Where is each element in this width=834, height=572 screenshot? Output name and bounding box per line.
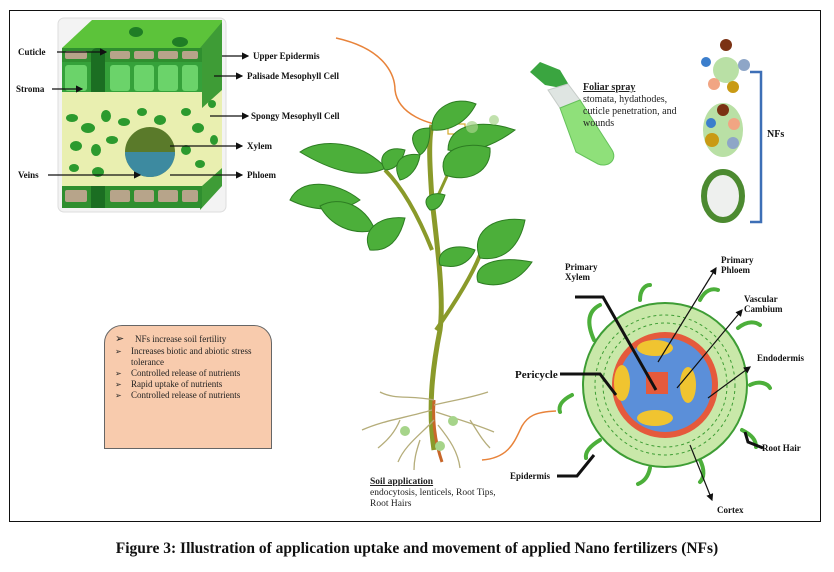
fe-particle	[708, 78, 720, 90]
nf-particle-on-root	[400, 426, 410, 436]
label-nfs: NFs	[767, 129, 785, 140]
figure-frame	[9, 10, 821, 522]
root-link-curve	[481, 410, 557, 461]
benefit-item: ➢Controlled release of nutrients	[115, 368, 241, 378]
benefit-item: ➢Increases biotic and abiotic stress tol…	[115, 346, 252, 367]
label-palisade-mesophyll: Palisade Mesophyll Cell	[247, 71, 339, 81]
label-pericycle: Pericycle	[515, 369, 558, 381]
soil-application-title: Soil application	[370, 477, 434, 487]
leaf-cross-section	[57, 17, 227, 213]
label-endodermis: Endodermis	[757, 353, 805, 363]
nf-particle-on-root	[448, 416, 458, 426]
stoma-icon	[129, 27, 143, 37]
root-cross-section	[557, 283, 772, 486]
label-primary-phloem: Primary Phloem	[721, 255, 754, 275]
nf-particle-on-root	[435, 441, 445, 451]
foliar-spray-title: Foliar spray	[583, 82, 636, 93]
label-phloem: Phloem	[247, 170, 276, 180]
label-vascular-cambium: Vascular Cambium	[744, 294, 783, 314]
arrow-bullet-icon: ➢	[115, 369, 122, 378]
label-cuticle: Cuticle	[18, 47, 46, 57]
nf-particles-graphic	[701, 39, 750, 223]
figure-caption: Figure 3: Illustration of application up…	[115, 540, 719, 557]
spray-bottle-icon	[530, 62, 615, 166]
foliar-spray-description: stomata, hydathodes, cuticle penetration…	[583, 94, 677, 129]
plant-illustration	[289, 100, 533, 471]
benefit-item: ➢Controlled release of nutrients	[115, 390, 241, 400]
label-root-hair: Root Hair	[762, 443, 801, 453]
benefits-box: ➢NFs increase soil fertility ➢Increases …	[104, 325, 272, 449]
nf-bracket	[750, 70, 763, 224]
arrow-bullet-icon: ➢	[115, 333, 125, 345]
cu-particle	[720, 39, 732, 51]
zn-particle	[738, 59, 750, 71]
label-cortex: Cortex	[717, 505, 744, 515]
label-spongy-mesophyll: Spongy Mesophyll Cell	[251, 111, 340, 121]
label-epidermis: Epidermis	[510, 471, 551, 481]
label-upper-epidermis: Upper Epidermis	[253, 51, 320, 61]
label-stroma: Stroma	[16, 84, 45, 94]
label-xylem: Xylem	[247, 141, 272, 151]
label-primary-xylem: Primary Xylem	[565, 262, 598, 282]
arrow-bullet-icon: ➢	[115, 391, 122, 400]
root-label-arrows	[557, 266, 764, 502]
arrow-bullet-icon: ➢	[115, 347, 122, 356]
soil-application-text: Soil application endocytosis, lenticels,…	[370, 477, 505, 510]
label-veins: Veins	[18, 170, 39, 180]
soil-application-description: endocytosis, lenticels, Root Tips, Root …	[370, 488, 496, 509]
b-particle	[701, 57, 711, 67]
leaf-link-curve	[335, 37, 449, 127]
mn-particle	[727, 81, 739, 93]
benefit-item: ➢Rapid uptake of nutrients	[115, 379, 223, 389]
plant-roots	[361, 391, 495, 471]
arrow-bullet-icon: ➢	[115, 380, 122, 389]
leaf-label-arrows	[48, 48, 250, 179]
nf-particle-on-leaf	[466, 121, 478, 133]
stoma-icon	[172, 37, 188, 47]
benefit-item: ➢NFs increase soil fertility	[115, 333, 227, 345]
foliar-spray-text: Foliar spray stomata, hydathodes, cuticl…	[583, 82, 688, 130]
nf-particle-on-leaf	[489, 115, 499, 125]
